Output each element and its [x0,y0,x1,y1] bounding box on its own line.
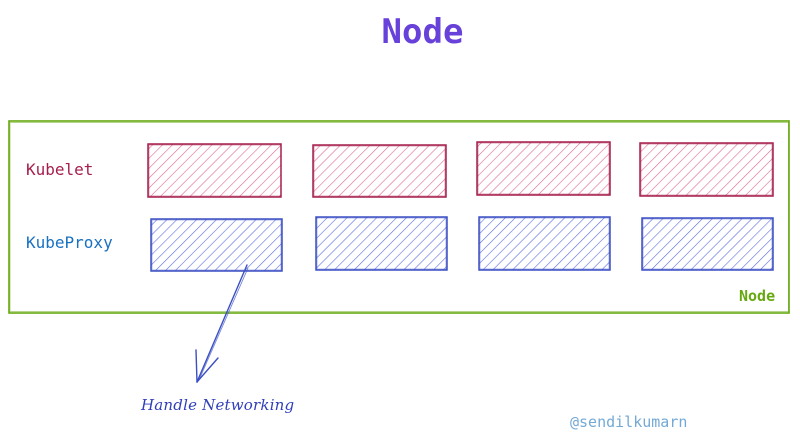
kubeproxy-label: KubeProxy [26,233,113,252]
networking-arrow [195,264,249,383]
kubelet-box-1 [147,143,282,198]
node-boundary [8,120,790,314]
kubelet-box-4 [639,142,774,197]
kubeproxy-box-1 [150,218,283,272]
kubeproxy-box-3 [478,216,611,271]
node-label: Node [739,287,776,305]
author-credit: @sendilkumarn [570,413,688,431]
kubelet-box-3 [476,141,611,196]
handle-networking-annotation: Handle Networking [141,396,295,414]
kubeproxy-box-4 [641,217,774,271]
kubelet-boxes [147,141,774,198]
diagram-title: Node [381,12,464,52]
kubelet-label: Kubelet [26,160,94,179]
kubeproxy-boxes [150,216,774,272]
kubelet-box-2 [312,144,447,198]
kubeproxy-box-2 [315,216,448,271]
